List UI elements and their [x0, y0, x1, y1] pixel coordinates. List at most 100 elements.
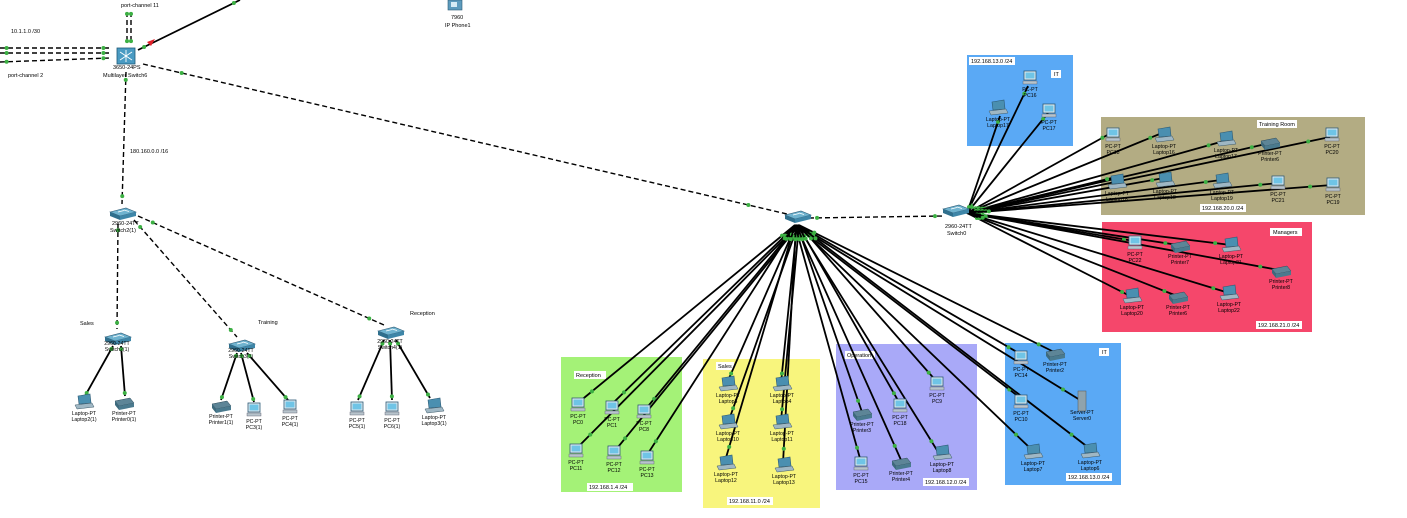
managers-device-4[interactable]: [1122, 287, 1143, 304]
sales-device-5[interactable]: [774, 456, 795, 473]
link-switch2-sales[interactable]: [116, 223, 119, 330]
reception-device-2[interactable]: [636, 404, 652, 419]
link-switch0-fan-17[interactable]: [966, 212, 1133, 298]
operation-device-4[interactable]: [891, 457, 912, 470]
link-center-fan-2[interactable]: [644, 224, 798, 411]
area-it-top[interactable]: [967, 55, 1073, 146]
link-center-fan-6[interactable]: [726, 224, 797, 384]
managers-device-1[interactable]: [1170, 240, 1191, 253]
reception-device-4[interactable]: [606, 445, 622, 460]
training-device-1[interactable]: [1154, 126, 1175, 143]
link-switch0-fan-14[interactable]: [966, 212, 1179, 246]
training-device-3[interactable]: [1260, 137, 1281, 150]
it-top-device-1[interactable]: [988, 99, 1009, 116]
left-sales-device-0[interactable]: [74, 393, 95, 410]
link-switch0-fan-10[interactable]: [966, 179, 1222, 214]
sales-device-1[interactable]: [772, 375, 793, 392]
link-center-fan-15[interactable]: [794, 224, 862, 463]
multilayer-switch6-device[interactable]: [116, 47, 136, 65]
it-bottom-device-3[interactable]: [1077, 390, 1087, 412]
training-device-0[interactable]: [1105, 127, 1121, 142]
link-left-reception-pc6[interactable]: [389, 339, 393, 401]
link-center-fan-19[interactable]: [798, 224, 1055, 353]
left-reception-device-0[interactable]: [349, 401, 365, 416]
link-switch0-fan-16[interactable]: [966, 212, 1280, 271]
link-center-fan-10[interactable]: [724, 224, 796, 462]
link-switch0-fan-18[interactable]: [966, 212, 1178, 297]
link-switch2-reception[interactable]: [137, 215, 385, 326]
it-top-device-2[interactable]: [1041, 103, 1057, 118]
operation-device-2[interactable]: [892, 398, 908, 413]
link-switch0-fan-3[interactable]: [966, 132, 1112, 214]
link-center-fan-22[interactable]: [796, 224, 1031, 449]
link-left-sales-printer[interactable]: [120, 345, 126, 397]
link-left-reception-pc5[interactable]: [357, 339, 385, 401]
link-mls-upstream[interactable]: [137, 0, 241, 51]
link-switch0-fan-4[interactable]: [966, 132, 1163, 214]
left-reception-device-2[interactable]: [424, 397, 445, 414]
training-device-9[interactable]: [1325, 177, 1341, 192]
sales-device-4[interactable]: [716, 454, 737, 471]
training-device-4[interactable]: [1324, 127, 1340, 142]
left-training-device-0[interactable]: [211, 400, 232, 413]
it-bottom-device-2[interactable]: [1013, 394, 1029, 409]
link-switch0-fan-2[interactable]: [966, 112, 1049, 214]
link-center-fan-1[interactable]: [612, 224, 797, 404]
link-switch0-fan-7[interactable]: [966, 136, 1331, 214]
link-center-fan-17[interactable]: [796, 224, 941, 456]
it-bottom-device-4[interactable]: [1023, 443, 1044, 460]
link-center-fan-18[interactable]: [797, 224, 1023, 356]
link-switch2-training[interactable]: [133, 219, 238, 338]
ip-phone-device[interactable]: [447, 0, 463, 11]
managers-device-2[interactable]: [1221, 236, 1242, 253]
managers-device-6[interactable]: [1219, 284, 1240, 301]
training-device-8[interactable]: [1270, 175, 1286, 190]
link-center-fan-0[interactable]: [578, 224, 796, 403]
link-switch0-fan-5[interactable]: [966, 140, 1225, 214]
link-center-fan-12[interactable]: [796, 224, 863, 413]
sales-device-0[interactable]: [718, 375, 739, 392]
managers-device-5[interactable]: [1168, 291, 1189, 304]
link-switch0-fan-9[interactable]: [966, 177, 1165, 214]
it-bottom-device-5[interactable]: [1080, 442, 1101, 459]
operation-device-5[interactable]: [932, 444, 953, 461]
left-training-switch-device[interactable]: [228, 339, 256, 352]
link-left-sales-laptop[interactable]: [84, 345, 114, 397]
link-switch0-fan-11[interactable]: [966, 182, 1280, 214]
link-left-training-printer[interactable]: [220, 352, 238, 401]
managers-device-3[interactable]: [1271, 265, 1292, 278]
link-left-training-pc4[interactable]: [246, 352, 289, 401]
link-mls-center[interactable]: [142, 63, 788, 215]
center-switch-device[interactable]: [784, 210, 812, 223]
left-reception-device-1[interactable]: [384, 401, 400, 416]
sales-device-3[interactable]: [772, 413, 793, 430]
operation-device-0[interactable]: [929, 376, 945, 391]
sales-device-2[interactable]: [718, 413, 739, 430]
link-center-fan-23[interactable]: [797, 224, 1090, 449]
training-device-7[interactable]: [1212, 172, 1233, 189]
it-bottom-device-0[interactable]: [1013, 350, 1029, 365]
link-port-channel-2[interactable]: [0, 57, 111, 63]
link-switch0-fan-15[interactable]: [966, 212, 1232, 246]
link-center-fan-16[interactable]: [795, 224, 902, 461]
operation-device-3[interactable]: [853, 456, 869, 471]
link-mls-switch2[interactable]: [121, 71, 127, 205]
link-switch0-fan-12[interactable]: [966, 184, 1333, 214]
switch0-device[interactable]: [942, 204, 970, 217]
link-center-switch0[interactable]: [808, 215, 944, 219]
switch2-device[interactable]: [109, 207, 137, 220]
left-sales-switch-device[interactable]: [104, 332, 132, 345]
operation-device-1[interactable]: [852, 408, 873, 421]
link-switch0-fan-0[interactable]: [966, 85, 1029, 214]
link-left-training-pc3[interactable]: [240, 352, 255, 403]
link-switch0-fan-8[interactable]: [966, 176, 1117, 214]
it-top-device-0[interactable]: [1022, 70, 1038, 85]
reception-device-1[interactable]: [604, 400, 620, 415]
training-device-2[interactable]: [1216, 130, 1237, 147]
link-center-fan-8[interactable]: [728, 224, 799, 421]
reception-device-0[interactable]: [570, 397, 586, 412]
training-device-5[interactable]: [1107, 173, 1128, 190]
link-switch0-fan-1[interactable]: [966, 115, 1001, 214]
link-center-fan-5[interactable]: [646, 224, 796, 456]
